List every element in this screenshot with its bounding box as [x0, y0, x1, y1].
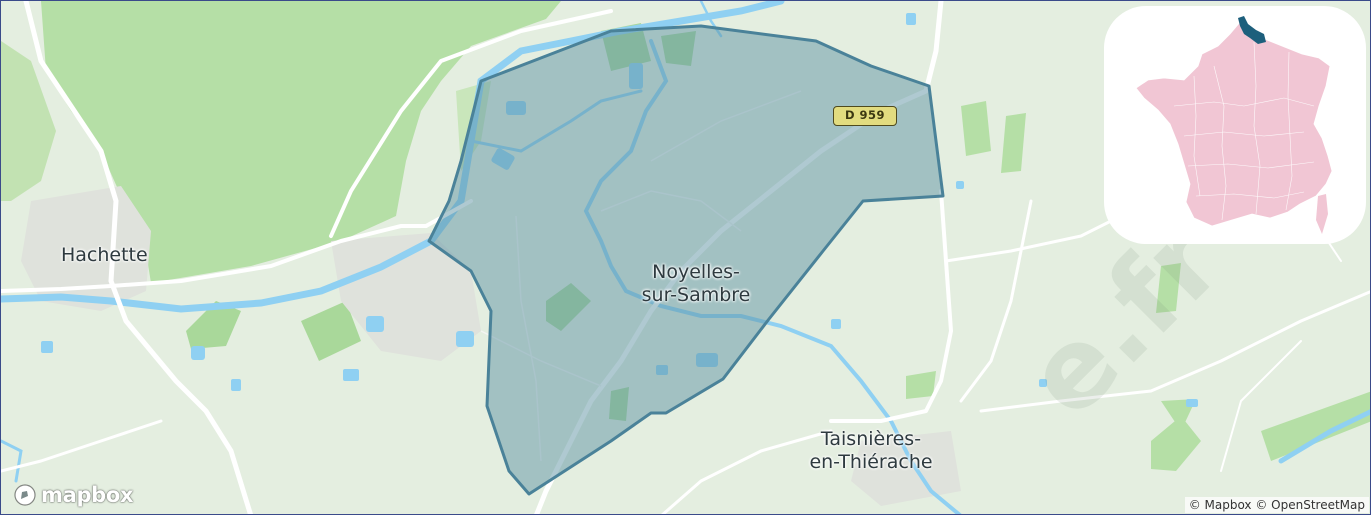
- france-map-icon: [1135, 16, 1333, 234]
- nord-department-highlight: [1238, 16, 1266, 44]
- forest-patch: [906, 371, 936, 399]
- forest-patch: [186, 301, 241, 349]
- place-label-noyelles: Noyelles- sur-Sambre: [631, 261, 761, 307]
- france-locator-inset[interactable]: [1104, 6, 1366, 244]
- place-label-line: sur-Sambre: [641, 284, 751, 306]
- road-shield-d959: D 959: [833, 106, 897, 126]
- mapbox-logo-text: mapbox: [41, 483, 134, 507]
- mapbox-logo-icon: [14, 484, 36, 506]
- france-shape: [1135, 20, 1333, 227]
- place-label-hachette: Hachette: [61, 244, 148, 266]
- forest-patch: [1161, 399, 1196, 431]
- river: [1, 439, 23, 483]
- commune-boundary[interactable]: [427, 24, 945, 496]
- forest-patch: [1151, 416, 1201, 471]
- forest-patch: [961, 101, 991, 156]
- forest-patch: [1261, 391, 1370, 461]
- place-label-line: Taisnières-: [820, 428, 922, 450]
- mapbox-logo[interactable]: mapbox: [13, 483, 134, 507]
- river: [1278, 409, 1370, 464]
- place-label-line: en-Thiérache: [809, 451, 933, 473]
- urban-area: [21, 186, 151, 311]
- place-label-taisnieres: Taisnières- en-Thiérache: [791, 428, 951, 474]
- forest-patch: [1156, 263, 1181, 313]
- department-borders: [1173, 41, 1315, 221]
- map-attribution[interactable]: © Mapbox © OpenStreetMap: [1184, 497, 1369, 513]
- forest-patch: [301, 301, 361, 361]
- forest-patch: [1, 41, 56, 201]
- corsica-shape: [1316, 194, 1328, 234]
- urban-area: [851, 431, 961, 506]
- forest-patch: [1001, 113, 1026, 173]
- place-label-line: Noyelles-: [652, 261, 740, 283]
